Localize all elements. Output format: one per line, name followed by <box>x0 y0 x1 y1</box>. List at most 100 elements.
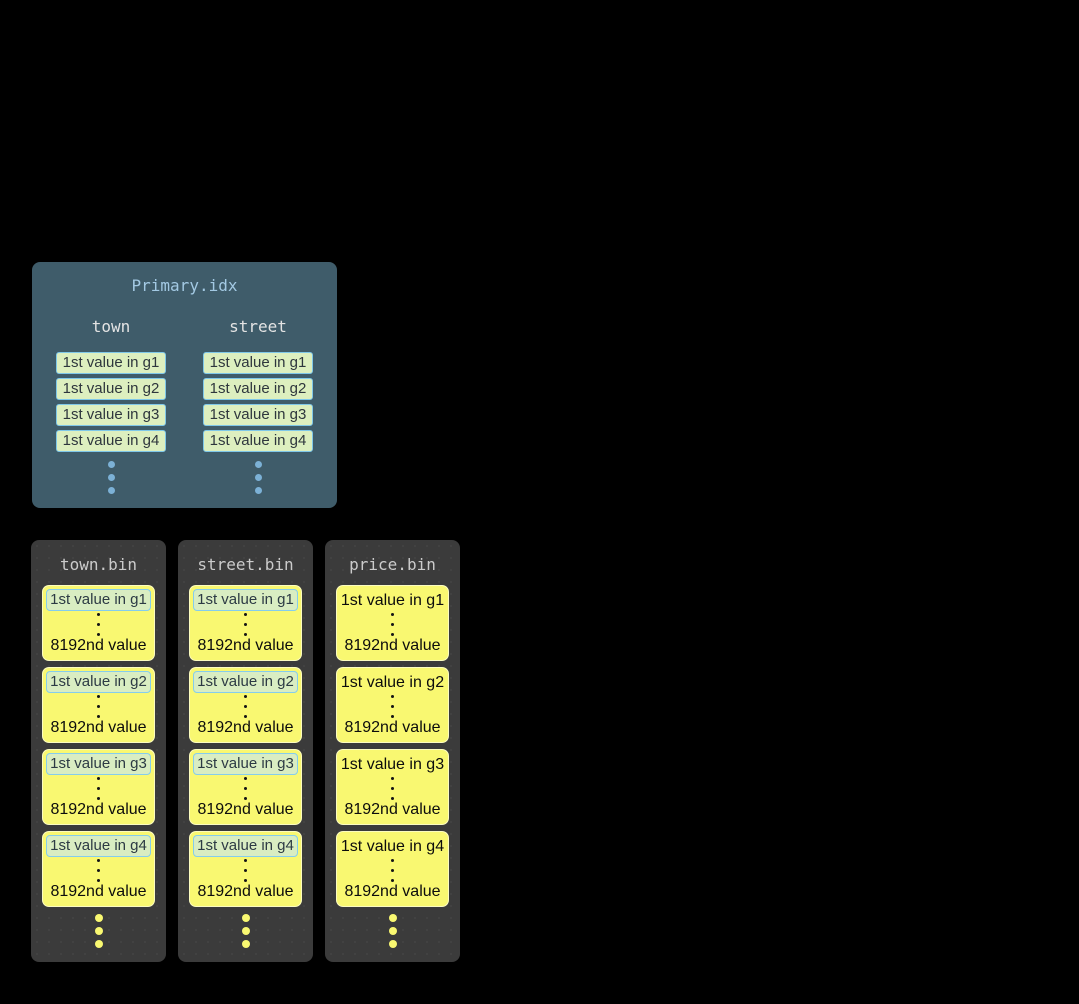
ellipsis-dot <box>97 694 100 698</box>
granule-last-value: 8192nd value <box>197 637 294 654</box>
bin-ellipsis <box>31 914 166 948</box>
ellipsis-dot <box>391 612 394 616</box>
bin-ellipsis <box>325 914 460 948</box>
column-ellipsis <box>56 461 166 494</box>
granule-first-value: 1st value in g2 <box>193 671 298 693</box>
granule-last-value: 8192nd value <box>50 637 147 654</box>
granule-ellipsis <box>244 775 247 801</box>
primary-index-panel: Primary.idx town 1st value in g1 1st value… <box>32 262 337 508</box>
ellipsis-dot <box>97 704 100 708</box>
bin-panel-title: price.bin <box>349 555 436 574</box>
ellipsis-dot <box>97 878 100 882</box>
ellipsis-dot <box>107 461 115 468</box>
bin-ellipsis <box>178 914 313 948</box>
ellipsis-dot <box>97 612 100 616</box>
ellipsis-dot <box>388 927 397 935</box>
ellipsis-dot <box>94 927 103 935</box>
granule-ellipsis <box>97 775 100 801</box>
granule-block: 1st value in g4 8192nd value <box>42 831 155 907</box>
index-mark-cell: 1st value in g3 <box>203 404 313 426</box>
primary-index-title: Primary.idx <box>131 276 238 295</box>
ellipsis-dot <box>388 914 397 922</box>
granule-ellipsis <box>97 857 100 883</box>
index-mark-cell: 1st value in g1 <box>56 352 166 374</box>
granule-ellipsis <box>244 857 247 883</box>
ellipsis-dot <box>244 858 247 862</box>
ellipsis-dot <box>254 461 262 468</box>
ellipsis-dot <box>244 786 247 790</box>
index-mark-cell: 1st value in g4 <box>203 430 313 452</box>
ellipsis-dot <box>244 796 247 800</box>
granule-ellipsis <box>244 693 247 719</box>
granule-first-value: 1st value in g2 <box>46 671 151 693</box>
ellipsis-dot <box>254 474 262 481</box>
granule-ellipsis <box>97 611 100 637</box>
ellipsis-dot <box>241 927 250 935</box>
granule-last-value: 8192nd value <box>50 883 147 900</box>
granule-last-value: 8192nd value <box>50 719 147 736</box>
ellipsis-dot <box>391 786 394 790</box>
granule-ellipsis <box>391 693 394 719</box>
ellipsis-dot <box>241 914 250 922</box>
ellipsis-dot <box>244 878 247 882</box>
column-header: street <box>229 317 287 336</box>
primary-column-street: street 1st value in g1 1st value in g2 1st … <box>203 317 313 494</box>
index-mark-cell: 1st value in g2 <box>203 378 313 400</box>
granule-ellipsis <box>391 857 394 883</box>
ellipsis-dot <box>97 858 100 862</box>
ellipsis-dot <box>244 622 247 626</box>
ellipsis-dot <box>244 714 247 718</box>
granule-ellipsis <box>391 611 394 637</box>
granule-first-value: 1st value in g3 <box>340 756 445 773</box>
ellipsis-dot <box>244 612 247 616</box>
granule-block: 1st value in g4 8192nd value <box>189 831 302 907</box>
granule-first-value: 1st value in g4 <box>46 835 151 857</box>
granule-first-value: 1st value in g2 <box>340 674 445 691</box>
granule-block: 1st value in g3 8192nd value <box>189 749 302 825</box>
granule-first-value: 1st value in g3 <box>193 753 298 775</box>
column-ellipsis <box>203 461 313 494</box>
ellipsis-dot <box>94 914 103 922</box>
granule-block: 1st value in g4 8192nd value <box>336 831 449 907</box>
ellipsis-dot <box>391 622 394 626</box>
ellipsis-dot <box>244 704 247 708</box>
index-mark-cell: 1st value in g3 <box>56 404 166 426</box>
ellipsis-dot <box>107 487 115 494</box>
column-header: town <box>91 317 131 336</box>
ellipsis-dot <box>97 632 100 636</box>
ellipsis-dot <box>244 868 247 872</box>
granule-last-value: 8192nd value <box>197 801 294 818</box>
index-mark-cell: 1st value in g4 <box>56 430 166 452</box>
ellipsis-dot <box>94 940 103 948</box>
granule-block: 1st value in g2 8192nd value <box>42 667 155 743</box>
index-mark-cell: 1st value in g2 <box>56 378 166 400</box>
ellipsis-dot <box>244 776 247 780</box>
bin-panel-title: street.bin <box>197 555 294 574</box>
granule-last-value: 8192nd value <box>344 883 441 900</box>
ellipsis-dot <box>97 786 100 790</box>
ellipsis-dot <box>388 940 397 948</box>
granule-last-value: 8192nd value <box>197 883 294 900</box>
granule-last-value: 8192nd value <box>50 801 147 818</box>
index-mark-cell: 1st value in g1 <box>203 352 313 374</box>
ellipsis-dot <box>391 714 394 718</box>
ellipsis-dot <box>391 776 394 780</box>
bin-panel-title: town.bin <box>59 555 138 574</box>
granule-first-value: 1st value in g4 <box>340 838 445 855</box>
ellipsis-dot <box>391 632 394 636</box>
granule-first-value: 1st value in g4 <box>193 835 298 857</box>
granule-ellipsis <box>244 611 247 637</box>
ellipsis-dot <box>391 694 394 698</box>
ellipsis-dot <box>107 474 115 481</box>
ellipsis-dot <box>97 622 100 626</box>
